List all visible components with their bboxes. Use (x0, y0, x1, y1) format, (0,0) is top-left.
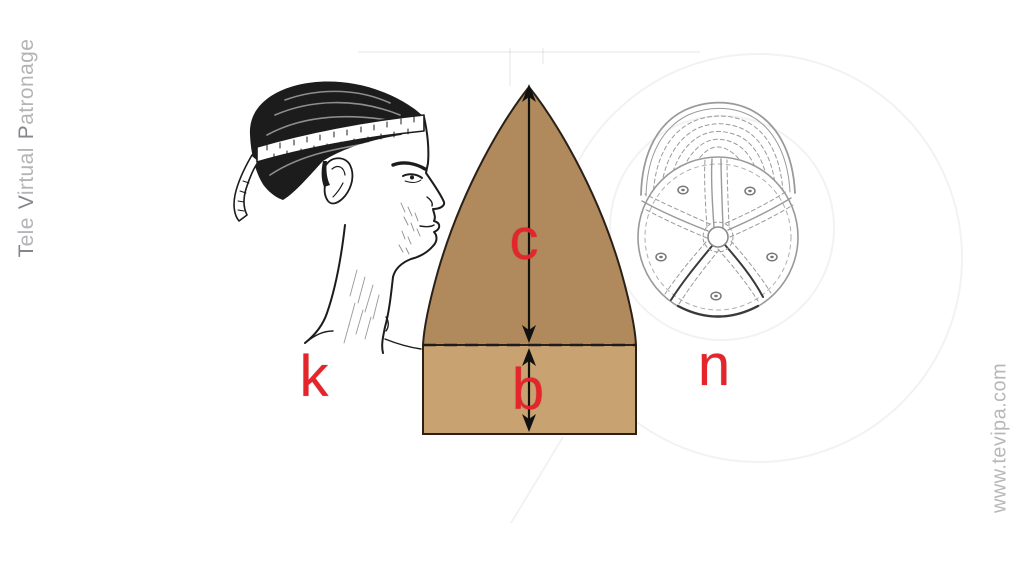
measuring-tape (233, 114, 425, 222)
tape-ticks (266, 116, 415, 160)
cap-panel-diagram (422, 84, 637, 435)
label-cap-n: n (697, 333, 731, 398)
sideburn (321, 161, 330, 187)
label-head-k: k (299, 344, 329, 409)
tape-loose-end (233, 154, 260, 222)
dimension-arrow-b (522, 348, 536, 432)
eye (391, 161, 427, 183)
cap-button (702, 221, 734, 253)
head-measuring-tape-illustration (233, 81, 446, 354)
nose-mouth-details (419, 196, 435, 228)
label-crown-height-c: c (509, 207, 539, 272)
ear (323, 157, 354, 205)
watermark-diagonal (510, 436, 564, 524)
seam-stitching (642, 159, 794, 305)
stubble-hatching (398, 202, 421, 255)
dimension-arrow-c (522, 84, 536, 343)
brand-vertical-text: Tele Virtual Patronage (15, 35, 39, 262)
cap-top-view-illustration (637, 101, 799, 318)
eyelets (655, 185, 778, 301)
tape-end-ticks (237, 180, 250, 212)
neck-hatching (343, 269, 380, 344)
brand-word: Patronage (15, 38, 38, 140)
brand-word: Tele (15, 217, 38, 258)
face-profile (304, 116, 446, 354)
website-url-text: www.tevipa.com (988, 362, 1011, 514)
label-band-height-b: b (511, 357, 545, 422)
visor (640, 101, 796, 204)
tape-band (256, 114, 425, 163)
panel-seams (641, 158, 794, 305)
brand-word: Virtual (15, 147, 38, 210)
